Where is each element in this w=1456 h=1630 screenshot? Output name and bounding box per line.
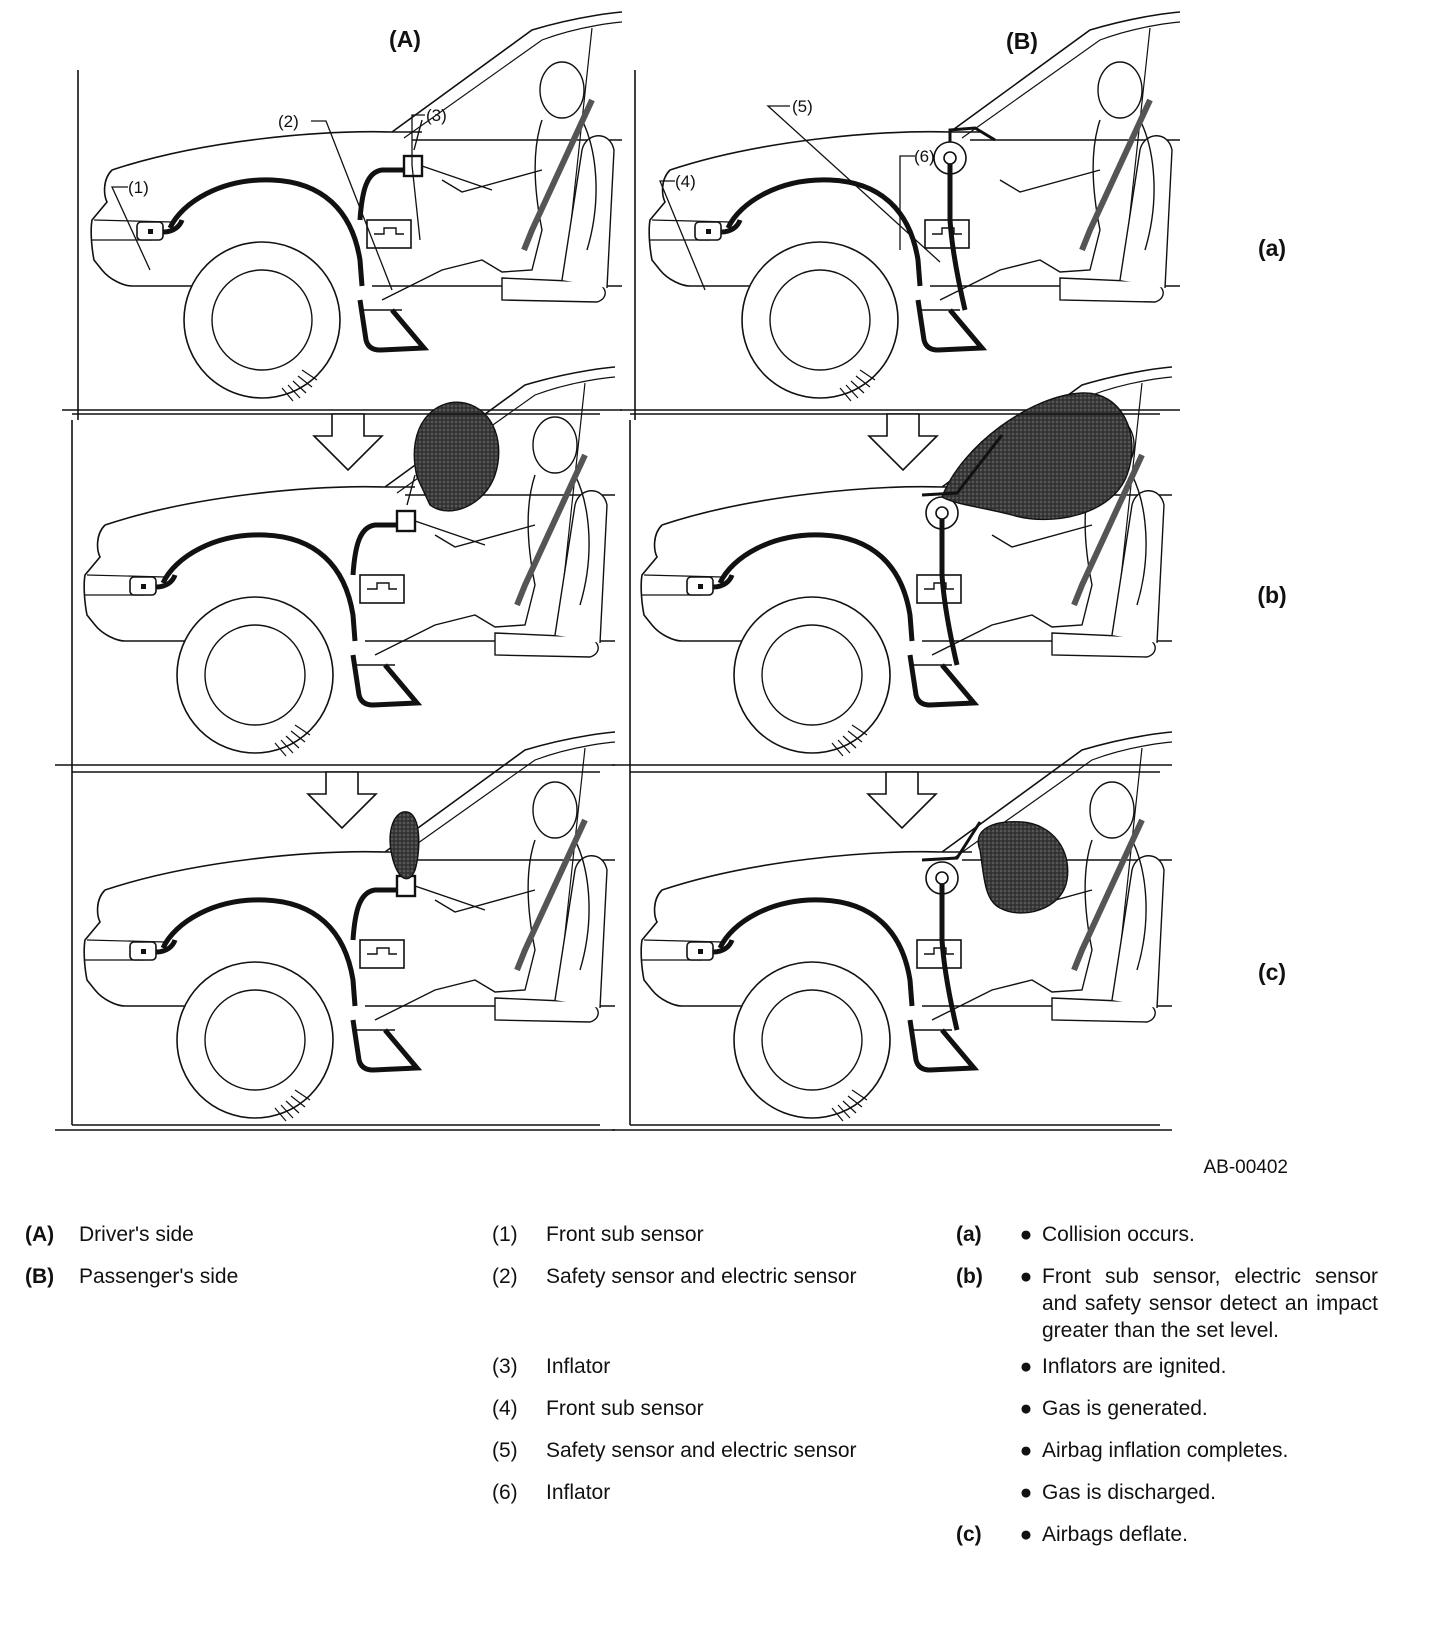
legend-key: (c) <box>956 1523 982 1546</box>
column-heading-a: (A) <box>389 26 421 52</box>
legend-part-3: (3) Inflator <box>492 1354 857 1396</box>
legend-part-5: (5) Safety sensor and electric sensor <box>492 1438 857 1480</box>
panel-c-passenger <box>612 732 1172 1130</box>
legend-key: (2) <box>492 1265 518 1288</box>
legend-part-1: (1) Front sub sensor <box>492 1222 857 1264</box>
legend-key: (a) <box>956 1223 982 1246</box>
row-label-b: (b) <box>1257 582 1286 608</box>
legend-side-a: (A) Driver's side <box>25 1222 238 1264</box>
bullet: ● <box>1019 1265 1033 1288</box>
legend-text: Safety sensor and electric sensor <box>546 1265 857 1288</box>
legend-text: Inflator <box>546 1355 611 1378</box>
legend-sides: (A) Driver's side (B) Passenger's side <box>25 1222 238 1306</box>
arrow-b-to-c-driver <box>307 771 377 829</box>
legend-text: Collision occurs. <box>1042 1223 1195 1246</box>
panel-c-driver <box>55 732 615 1130</box>
callout-2: (2) <box>278 112 393 291</box>
legend-stage-b2: ● Inflators are ignited. <box>956 1354 1378 1396</box>
legend-stage-b3: ● Gas is generated. <box>956 1396 1378 1438</box>
legend-key: (6) <box>492 1481 518 1504</box>
legend-text: Gas is discharged. <box>1042 1481 1216 1504</box>
bullet: ● <box>1019 1481 1033 1504</box>
legend-part-6: (6) Inflator <box>492 1480 857 1522</box>
legend-side-b: (B) Passenger's side <box>25 1264 238 1306</box>
legend-text: Front sub sensor <box>546 1397 704 1420</box>
arrow-a-to-b-driver <box>313 413 383 471</box>
callout-4: (4) <box>659 172 706 291</box>
svg-text:(6): (6) <box>914 147 935 166</box>
callout-3: (3) <box>411 106 447 241</box>
legend-text: Front sub sensor, electric sensor and sa… <box>1042 1265 1378 1342</box>
bullet: ● <box>1019 1223 1033 1246</box>
panel-a-passenger <box>620 12 1180 410</box>
svg-text:(4): (4) <box>675 172 696 191</box>
legend-key: (5) <box>492 1439 518 1462</box>
legend-stage-c: (c) ● Airbags deflate. <box>956 1522 1378 1564</box>
legend-text: Inflator <box>546 1481 611 1504</box>
legend-key: (4) <box>492 1397 518 1420</box>
bullet: ● <box>1019 1439 1033 1462</box>
legend-text: Airbags deflate. <box>1042 1523 1188 1546</box>
svg-text:(3): (3) <box>426 106 447 125</box>
panel-a-driver <box>62 12 622 410</box>
svg-text:(5): (5) <box>792 97 813 116</box>
legend-stage-b5: ● Gas is discharged. <box>956 1480 1378 1522</box>
legend-text: Inflators are ignited. <box>1042 1355 1227 1378</box>
row-label-a: (a) <box>1258 235 1286 261</box>
column-heading-b: (B) <box>1006 28 1038 54</box>
bullet: ● <box>1019 1397 1033 1420</box>
svg-text:(1): (1) <box>128 178 149 197</box>
legend-parts: (1) Front sub sensor (2) Safety sensor a… <box>492 1222 857 1522</box>
row-label-c: (c) <box>1258 959 1286 985</box>
panel-b-passenger <box>612 367 1172 765</box>
legend-key: (B) <box>25 1265 55 1288</box>
legend-part-4: (4) Front sub sensor <box>492 1396 857 1438</box>
callout-1: (1) <box>110 178 151 271</box>
figure-id: AB-00402 <box>1203 1157 1288 1178</box>
legend-key: (b) <box>956 1265 983 1288</box>
legend-text: Driver's side <box>79 1223 194 1246</box>
legend-stage-b4: ● Airbag inflation completes. <box>956 1438 1378 1480</box>
svg-text:(2): (2) <box>278 112 299 131</box>
legend-text: Airbag inflation completes. <box>1042 1439 1289 1462</box>
bullet: ● <box>1019 1523 1033 1546</box>
legend-text: Gas is generated. <box>1042 1397 1208 1420</box>
panel-b-driver <box>55 367 615 765</box>
legend-part-2: (2) Safety sensor and electric sensor <box>492 1264 857 1354</box>
legend-stage-b: (b) ● Front sub sensor, electric sensor … <box>956 1264 1378 1354</box>
legend-key: (1) <box>492 1223 518 1246</box>
arrow-a-to-b-passenger <box>868 413 938 471</box>
legend-stage-a: (a) ● Collision occurs. <box>956 1222 1378 1264</box>
legend-key: (A) <box>25 1223 55 1246</box>
legend-stages: (a) ● Collision occurs. (b) ● Front sub … <box>956 1222 1378 1564</box>
legend-text: Front sub sensor <box>546 1223 704 1246</box>
legend-text: Passenger's side <box>79 1265 239 1288</box>
callout-6: (6) <box>899 147 935 250</box>
legend-key: (3) <box>492 1355 518 1378</box>
legend-text: Safety sensor and electric sensor <box>546 1439 857 1462</box>
bullet: ● <box>1019 1355 1033 1378</box>
callout-5: (5) <box>766 97 941 263</box>
arrow-b-to-c-passenger <box>867 771 937 829</box>
